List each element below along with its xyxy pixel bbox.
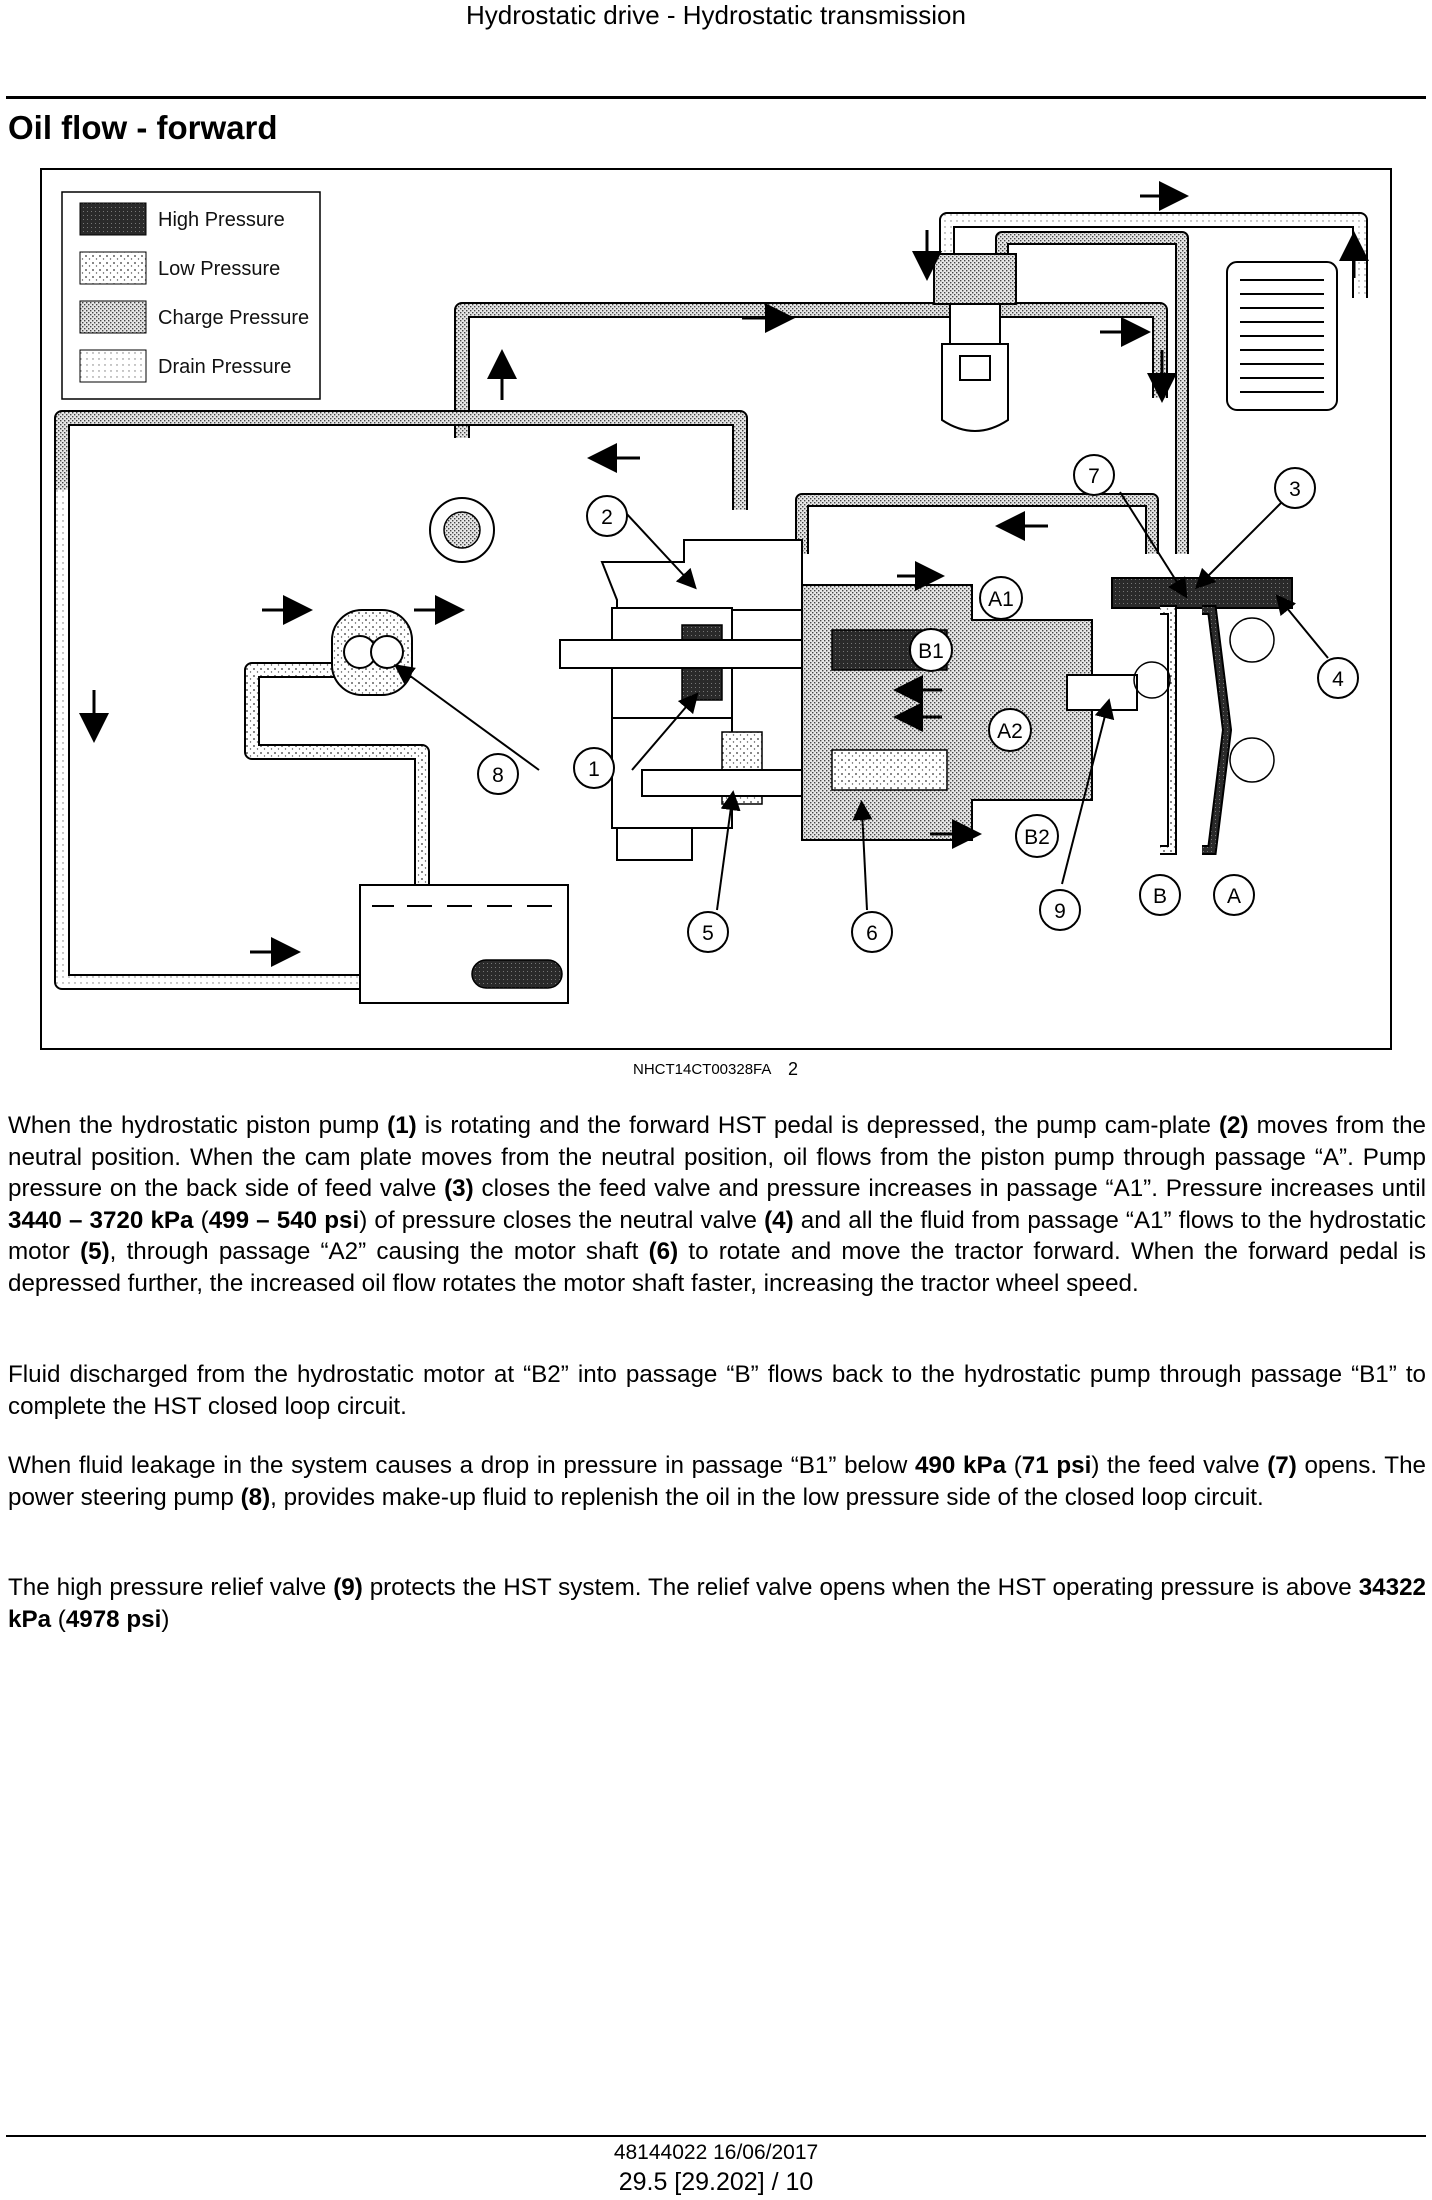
emphasis-run: (4): [764, 1206, 794, 1234]
callout-5: 5: [702, 922, 714, 945]
footer-rule: [6, 2135, 1426, 2137]
oil-cooler: [1226, 261, 1338, 411]
hydraulic-circuit-figure: High Pressure Low Pressure Charge Pressu…: [40, 168, 1392, 1050]
emphasis-run: (7): [1267, 1452, 1297, 1479]
figure-reference: NHCT14CT00328FA: [633, 1061, 772, 1078]
paragraph-pump-operation: When the hydrostatic piston pump (1) is …: [8, 1110, 1426, 1299]
emphasis-run: 490 kPa: [914, 1452, 1007, 1479]
text-run: ) the feed valve: [1091, 1452, 1268, 1479]
paragraph-feed-valve: When fluid leakage in the system causes …: [8, 1450, 1426, 1513]
paragraph-return-flow: Fluid discharged from the hydrostatic mo…: [8, 1359, 1426, 1422]
text-run: is rotating and the forward HST pedal is…: [416, 1112, 1219, 1139]
text-run: ) of pressure closes the neutral valve: [359, 1206, 765, 1234]
callout-3: 3: [1289, 478, 1301, 501]
power-steering-pump: [331, 609, 413, 696]
emphasis-run: (2): [1218, 1112, 1249, 1139]
callout-8: 8: [492, 764, 504, 787]
text-run: (: [1006, 1452, 1022, 1479]
emphasis-run: (3): [444, 1175, 474, 1202]
paragraph-relief-valve: The high pressure relief valve (9) prote…: [8, 1572, 1426, 1635]
pressure-legend: High Pressure Low Pressure Charge Pressu…: [61, 191, 321, 400]
legend-high-pressure: High Pressure: [158, 209, 285, 231]
callout-2: 2: [601, 506, 613, 529]
text-run: (: [193, 1206, 209, 1234]
text-run: , through passage “A2” causing the motor…: [109, 1238, 649, 1265]
callout-B: B: [1153, 885, 1167, 908]
callout-B1: B1: [918, 640, 944, 663]
text-run: , provides make-up fluid to replenish th…: [270, 1483, 1264, 1511]
emphasis-run: (6): [648, 1238, 679, 1265]
text-run: (: [51, 1605, 66, 1633]
running-header: Hydrostatic drive - Hydrostatic transmis…: [466, 0, 966, 30]
charge-gear-pump: [429, 497, 495, 563]
filter-assembly: [933, 253, 1017, 432]
callout-9: 9: [1054, 900, 1066, 923]
callout-7: 7: [1088, 465, 1100, 488]
callout-A1: A1: [988, 588, 1014, 611]
text-run: closes the feed valve and pressure incre…: [473, 1175, 1426, 1202]
text-run: protects the HST system. The relief valv…: [362, 1574, 1359, 1601]
emphasis-run: 499 – 540 psi: [208, 1206, 360, 1234]
text-run: The high pressure relief valve: [8, 1574, 334, 1601]
text-run: and all the fluid from passage “A1” flow…: [8, 1206, 1426, 1266]
text-run: ): [161, 1605, 170, 1633]
footer-page-number: 29.5 [29.202] / 10: [618, 2168, 814, 2196]
hst-pump-motor-housing: [559, 539, 1293, 861]
callout-A: A: [1227, 885, 1241, 908]
section-title: Oil flow - forward: [8, 109, 278, 146]
legend-drain-pressure: Drain Pressure: [158, 356, 291, 378]
emphasis-run: (1): [387, 1112, 417, 1139]
emphasis-run: (8): [240, 1483, 271, 1511]
text-run: When the hydrostatic piston pump: [8, 1112, 388, 1139]
emphasis-run: 71 psi: [1021, 1452, 1092, 1479]
header-rule: [6, 96, 1426, 99]
legend-low-pressure: Low Pressure: [158, 258, 280, 280]
emphasis-run: (9): [333, 1574, 363, 1601]
emphasis-run: (5): [80, 1238, 110, 1265]
text-run: Fluid discharged from the hydrostatic mo…: [8, 1361, 1426, 1420]
callout-labels: [477, 454, 1359, 953]
text-run: to rotate and move the tractor forward. …: [8, 1238, 1426, 1297]
callout-B2: B2: [1024, 826, 1050, 849]
footer-document-id: 48144022 16/06/2017: [613, 2141, 819, 2164]
callout-6: 6: [866, 922, 878, 945]
callout-1: 1: [588, 758, 600, 781]
callout-A2: A2: [997, 720, 1023, 743]
emphasis-run: 4978 psi: [65, 1605, 162, 1633]
emphasis-run: 34322 kPa: [8, 1574, 1426, 1633]
text-run: opens. The power steering pump: [8, 1452, 1426, 1511]
text-run: When fluid leakage in the system causes …: [8, 1452, 915, 1479]
emphasis-run: 3440 – 3720 kPa: [8, 1206, 194, 1234]
flow-arrows: [79, 181, 1369, 967]
reservoir: [359, 884, 569, 1004]
figure-number: 2: [788, 1059, 799, 1079]
text-run: moves from the neutral position. When th…: [8, 1112, 1426, 1202]
callout-4: 4: [1332, 668, 1344, 691]
legend-charge-pressure: Charge Pressure: [158, 307, 309, 329]
circuit-diagram: High Pressure Low Pressure Charge Pressu…: [54, 181, 1369, 1004]
